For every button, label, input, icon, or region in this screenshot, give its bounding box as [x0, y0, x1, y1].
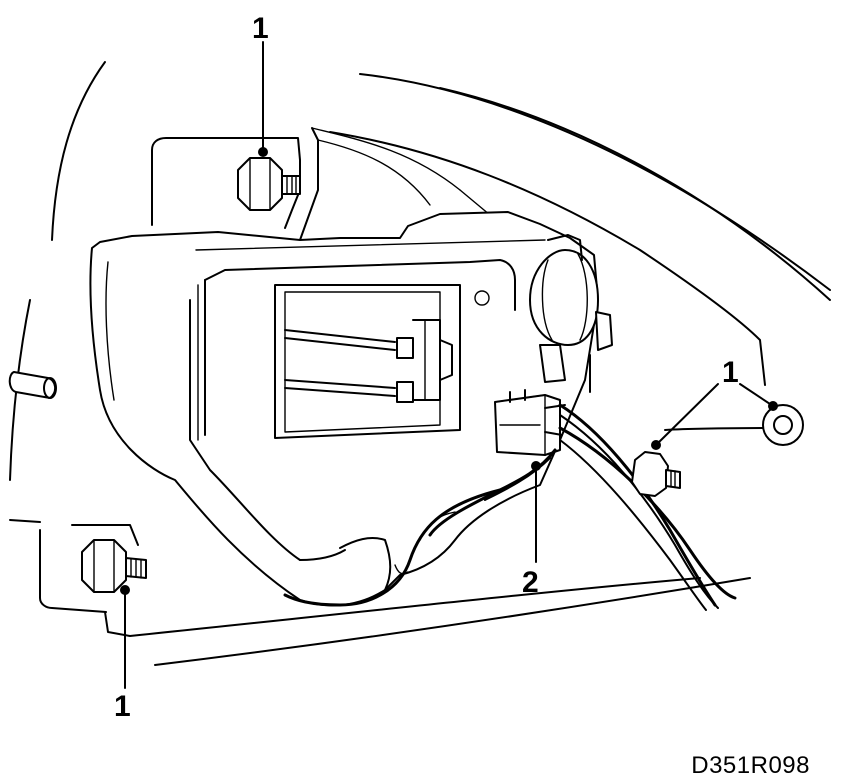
callout-bottom-bolt: 1: [114, 690, 131, 723]
locating-peg: [8, 371, 57, 399]
figure-reference-code: D351R098: [691, 752, 810, 779]
bulb-carrier: [274, 284, 461, 439]
lower-bracket: [39, 524, 139, 613]
side-stud: [631, 451, 681, 497]
upper-bracket: [151, 127, 491, 241]
top-bolt: [237, 157, 301, 211]
callout-top-bolt: 1: [252, 12, 269, 45]
body-panel-outline: [9, 61, 831, 666]
leader-lines: [120, 41, 778, 689]
bottom-bolt: [81, 539, 147, 593]
loose-nut: [762, 404, 804, 446]
wiring-connector: [494, 389, 566, 456]
callout-connector: 2: [522, 566, 539, 599]
wiring-harness: [283, 403, 737, 611]
callout-right-nut: 1: [722, 356, 739, 389]
bulb-holder-lock: [529, 234, 613, 393]
